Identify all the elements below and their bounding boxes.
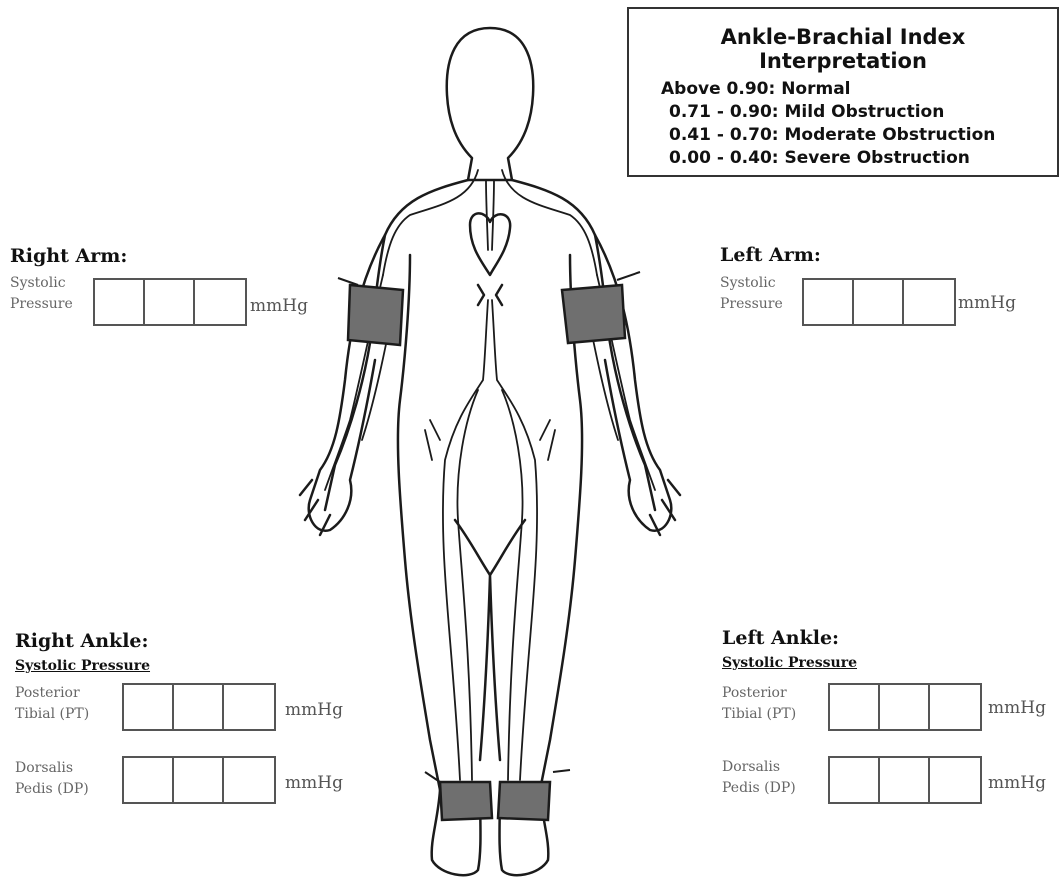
abi-title-line2: Interpretation	[629, 49, 1057, 73]
abi-row-severe: 0.00 - 0.40: Severe Obstruction	[669, 148, 970, 168]
right-arm-systolic-input[interactable]	[93, 278, 247, 326]
torso-outline	[325, 180, 655, 510]
digit-box[interactable]	[904, 280, 954, 324]
right-ankle-pt-input[interactable]	[122, 683, 276, 731]
left-arm-label: Systolic Pressure	[720, 273, 783, 315]
abi-row-moderate: 0.41 - 0.70: Moderate Obstruction	[669, 125, 995, 145]
left-ankle-dp-label: Dorsalis Pedis (DP)	[722, 757, 796, 799]
head-outline	[447, 28, 533, 180]
left-ankle-title: Left Ankle:	[722, 627, 839, 649]
digit-box[interactable]	[174, 758, 224, 802]
abi-interpretation-box: Ankle-Brachial Index Interpretation Abov…	[627, 7, 1059, 177]
left-arm-unit: mmHg	[958, 293, 1016, 313]
abi-row-normal: Above 0.90: Normal	[661, 79, 851, 99]
digit-box[interactable]	[124, 685, 174, 729]
right-arm-title: Right Arm:	[10, 245, 127, 267]
right-arm-outline	[309, 235, 385, 531]
right-arm-unit: mmHg	[250, 296, 308, 316]
right-ankle-dp-input[interactable]	[122, 756, 276, 804]
abi-title-line1: Ankle-Brachial Index	[629, 25, 1057, 49]
heart-icon	[470, 213, 510, 275]
right-ankle-dp-unit: mmHg	[285, 773, 343, 793]
digit-box[interactable]	[804, 280, 854, 324]
digit-box[interactable]	[830, 685, 880, 729]
right-arm-cuff	[348, 285, 403, 345]
left-arm-cuff	[562, 285, 625, 343]
digit-box[interactable]	[224, 685, 274, 729]
digit-box[interactable]	[224, 758, 274, 802]
digit-box[interactable]	[854, 280, 904, 324]
right-ankle-dp-label: Dorsalis Pedis (DP)	[15, 758, 89, 800]
right-ankle-cuff	[440, 782, 492, 820]
right-ankle-pt-unit: mmHg	[285, 700, 343, 720]
digit-box[interactable]	[880, 685, 930, 729]
left-ankle-pt-unit: mmHg	[988, 698, 1046, 718]
digit-box[interactable]	[95, 280, 145, 324]
right-arm-label: Systolic Pressure	[10, 273, 73, 315]
left-ankle-dp-unit: mmHg	[988, 773, 1046, 793]
right-ankle-pt-label: Posterior Tibial (PT)	[15, 683, 89, 725]
right-ankle-title: Right Ankle:	[15, 630, 149, 652]
digit-box[interactable]	[930, 758, 980, 802]
left-ankle-subtitle: Systolic Pressure	[722, 655, 857, 671]
digit-box[interactable]	[174, 685, 224, 729]
left-ankle-pt-input[interactable]	[828, 683, 982, 731]
digit-box[interactable]	[145, 280, 195, 324]
left-ankle-cuff	[498, 782, 550, 820]
digit-box[interactable]	[195, 280, 245, 324]
abi-row-mild: 0.71 - 0.90: Mild Obstruction	[669, 102, 944, 122]
left-arm-outline	[595, 235, 671, 531]
left-arm-title: Left Arm:	[720, 244, 821, 266]
digit-box[interactable]	[124, 758, 174, 802]
left-ankle-dp-input[interactable]	[828, 756, 982, 804]
digit-box[interactable]	[930, 685, 980, 729]
left-arm-systolic-input[interactable]	[802, 278, 956, 326]
digit-box[interactable]	[830, 758, 880, 802]
digit-box[interactable]	[880, 758, 930, 802]
right-ankle-subtitle: Systolic Pressure	[15, 658, 150, 674]
left-ankle-pt-label: Posterior Tibial (PT)	[722, 683, 796, 725]
